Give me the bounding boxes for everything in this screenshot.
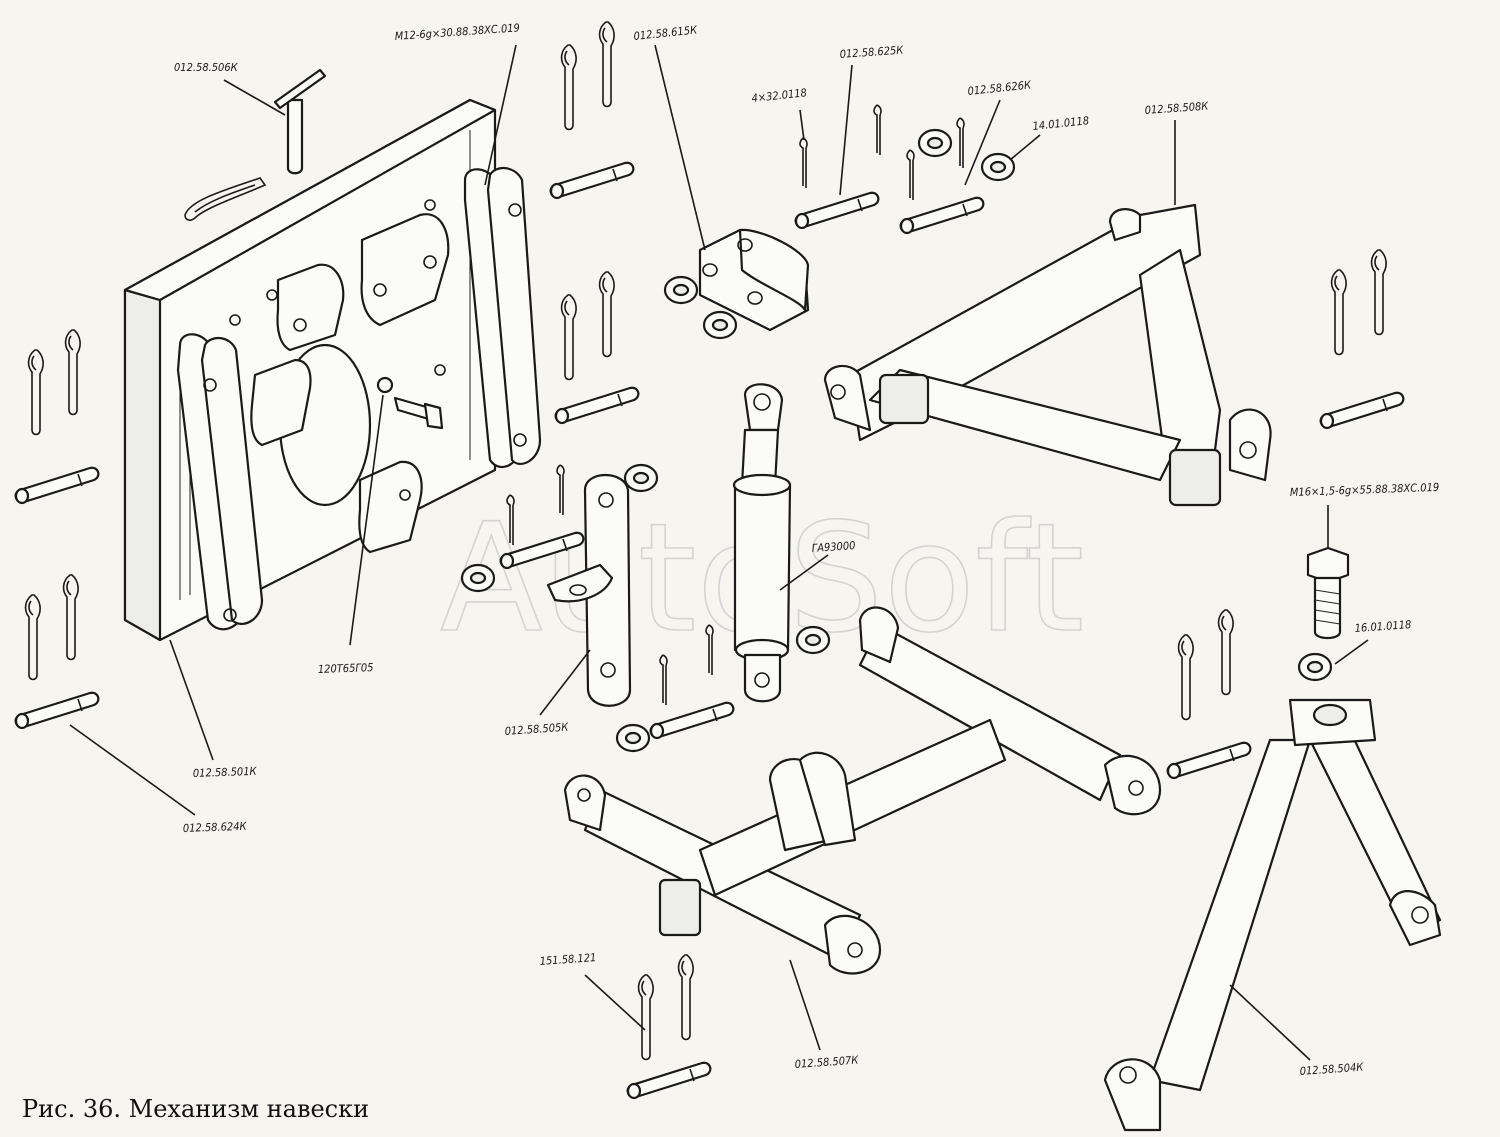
washer-1 (663, 275, 699, 305)
label-012-58-508k: 012.58.508К (1144, 100, 1209, 117)
label-m12-bolt: М12-6g×30.88.38ХС.019 (394, 21, 520, 43)
label-012-58-506k: 012.58.506К (174, 61, 239, 74)
lower-link-frame (563, 606, 1162, 975)
bolt-m16 (1306, 546, 1350, 640)
pin-10 (1166, 741, 1252, 780)
leader-lines (69, 44, 1369, 1061)
cotter-pin-2 (873, 104, 882, 156)
bolt-m12 (376, 376, 444, 430)
pin-7 (1319, 391, 1405, 430)
pin-4 (554, 386, 640, 425)
washer-7 (623, 463, 659, 493)
r-clip-13 (637, 974, 654, 1061)
r-clip-2 (64, 329, 81, 416)
plate-link (546, 474, 632, 707)
washer-2 (702, 310, 738, 340)
leader-504 (1229, 984, 1311, 1061)
leader-4x32 (799, 109, 805, 141)
label-012-58-624k: 012.58.624К (183, 820, 248, 835)
spring-clip-top-left (184, 177, 267, 221)
label-16-01-0118: 16.01.0118 (1354, 618, 1411, 635)
t-handle-pin (273, 68, 327, 175)
label-14-01-0118: 14.01.0118 (1032, 114, 1090, 133)
label-m16-bolt: М16×1,5-6g×55.88.38ХС.019 (1290, 481, 1440, 499)
r-clip-14 (677, 954, 694, 1041)
plate-strap-left (176, 333, 264, 631)
leader-506 (223, 79, 286, 116)
r-clip-1 (27, 349, 44, 436)
leader-615 (654, 44, 706, 251)
label-012-58-625k: 012.58.625К (839, 44, 904, 61)
hydraulic-cylinder (732, 383, 792, 703)
label-4x32-0118: 4×32.0118 (751, 86, 808, 105)
label-012-58-507k: 012.58.507К (794, 1054, 859, 1071)
a-frame-upper (823, 203, 1272, 507)
r-clip-12 (1217, 609, 1234, 696)
plate-bracket-bottom (358, 460, 423, 554)
washer-8 (795, 625, 831, 655)
label-012-58-626k: 012.58.626К (967, 78, 1033, 98)
r-clip-7 (560, 294, 577, 381)
label-ga93000: ГА93000 (811, 539, 856, 555)
r-clip-4 (62, 574, 79, 661)
r-clip-10 (1370, 249, 1387, 336)
leader-501 (169, 639, 214, 761)
r-clip-11 (1177, 634, 1194, 721)
figure-caption: Рис. 36. Механизм навески (22, 1095, 369, 1123)
leader-624 (69, 724, 196, 816)
r-clip-3 (24, 594, 41, 681)
plate-strap-right (463, 167, 542, 469)
leader-m12 (484, 44, 517, 186)
pin-6 (899, 196, 985, 235)
pin-9 (649, 701, 735, 740)
washer-5 (1297, 652, 1333, 682)
plate-bracket-top (360, 213, 450, 327)
leader-625 (839, 64, 853, 196)
leader-507 (789, 959, 821, 1051)
label-012-58-615k: 012.58.615К (633, 23, 699, 43)
label-012-58-504k: 012.58.504К (1299, 1061, 1364, 1078)
leader-ga (779, 554, 829, 591)
clevis-block (698, 228, 810, 332)
washer-3 (917, 128, 953, 158)
pin-3 (549, 161, 635, 200)
pin-5 (794, 191, 880, 230)
cotter-pin-3 (906, 149, 915, 201)
r-clip-6 (598, 21, 615, 108)
label-151-58-121: 151.58.121 (539, 951, 596, 968)
plate-bracket-low (250, 358, 312, 447)
pin-11 (626, 1061, 712, 1100)
washer-9 (615, 723, 651, 753)
washer-6 (460, 563, 496, 593)
leader-1401 (1009, 134, 1041, 161)
leader-505 (539, 649, 591, 716)
cotter-pin-4 (956, 117, 965, 169)
label-012-58-505k: 012.58.505К (504, 721, 569, 738)
leader-626 (964, 99, 1001, 186)
leader-120 (349, 394, 384, 646)
a-frame-stand (1103, 698, 1442, 1132)
pin-2 (14, 691, 100, 730)
cotter-pin-1 (799, 137, 808, 189)
plate-bracket-middle (276, 263, 345, 352)
leader-151 (584, 974, 646, 1031)
leader-1601 (1334, 639, 1369, 665)
label-012-58-501k: 012.58.501К (193, 765, 258, 780)
pin-1 (14, 466, 100, 505)
r-clip-8 (598, 271, 615, 358)
label-120t65g05: 120Т65Г05 (318, 661, 374, 676)
r-clip-5 (560, 44, 577, 131)
r-clip-9 (1330, 269, 1347, 356)
washer-4 (980, 152, 1016, 182)
